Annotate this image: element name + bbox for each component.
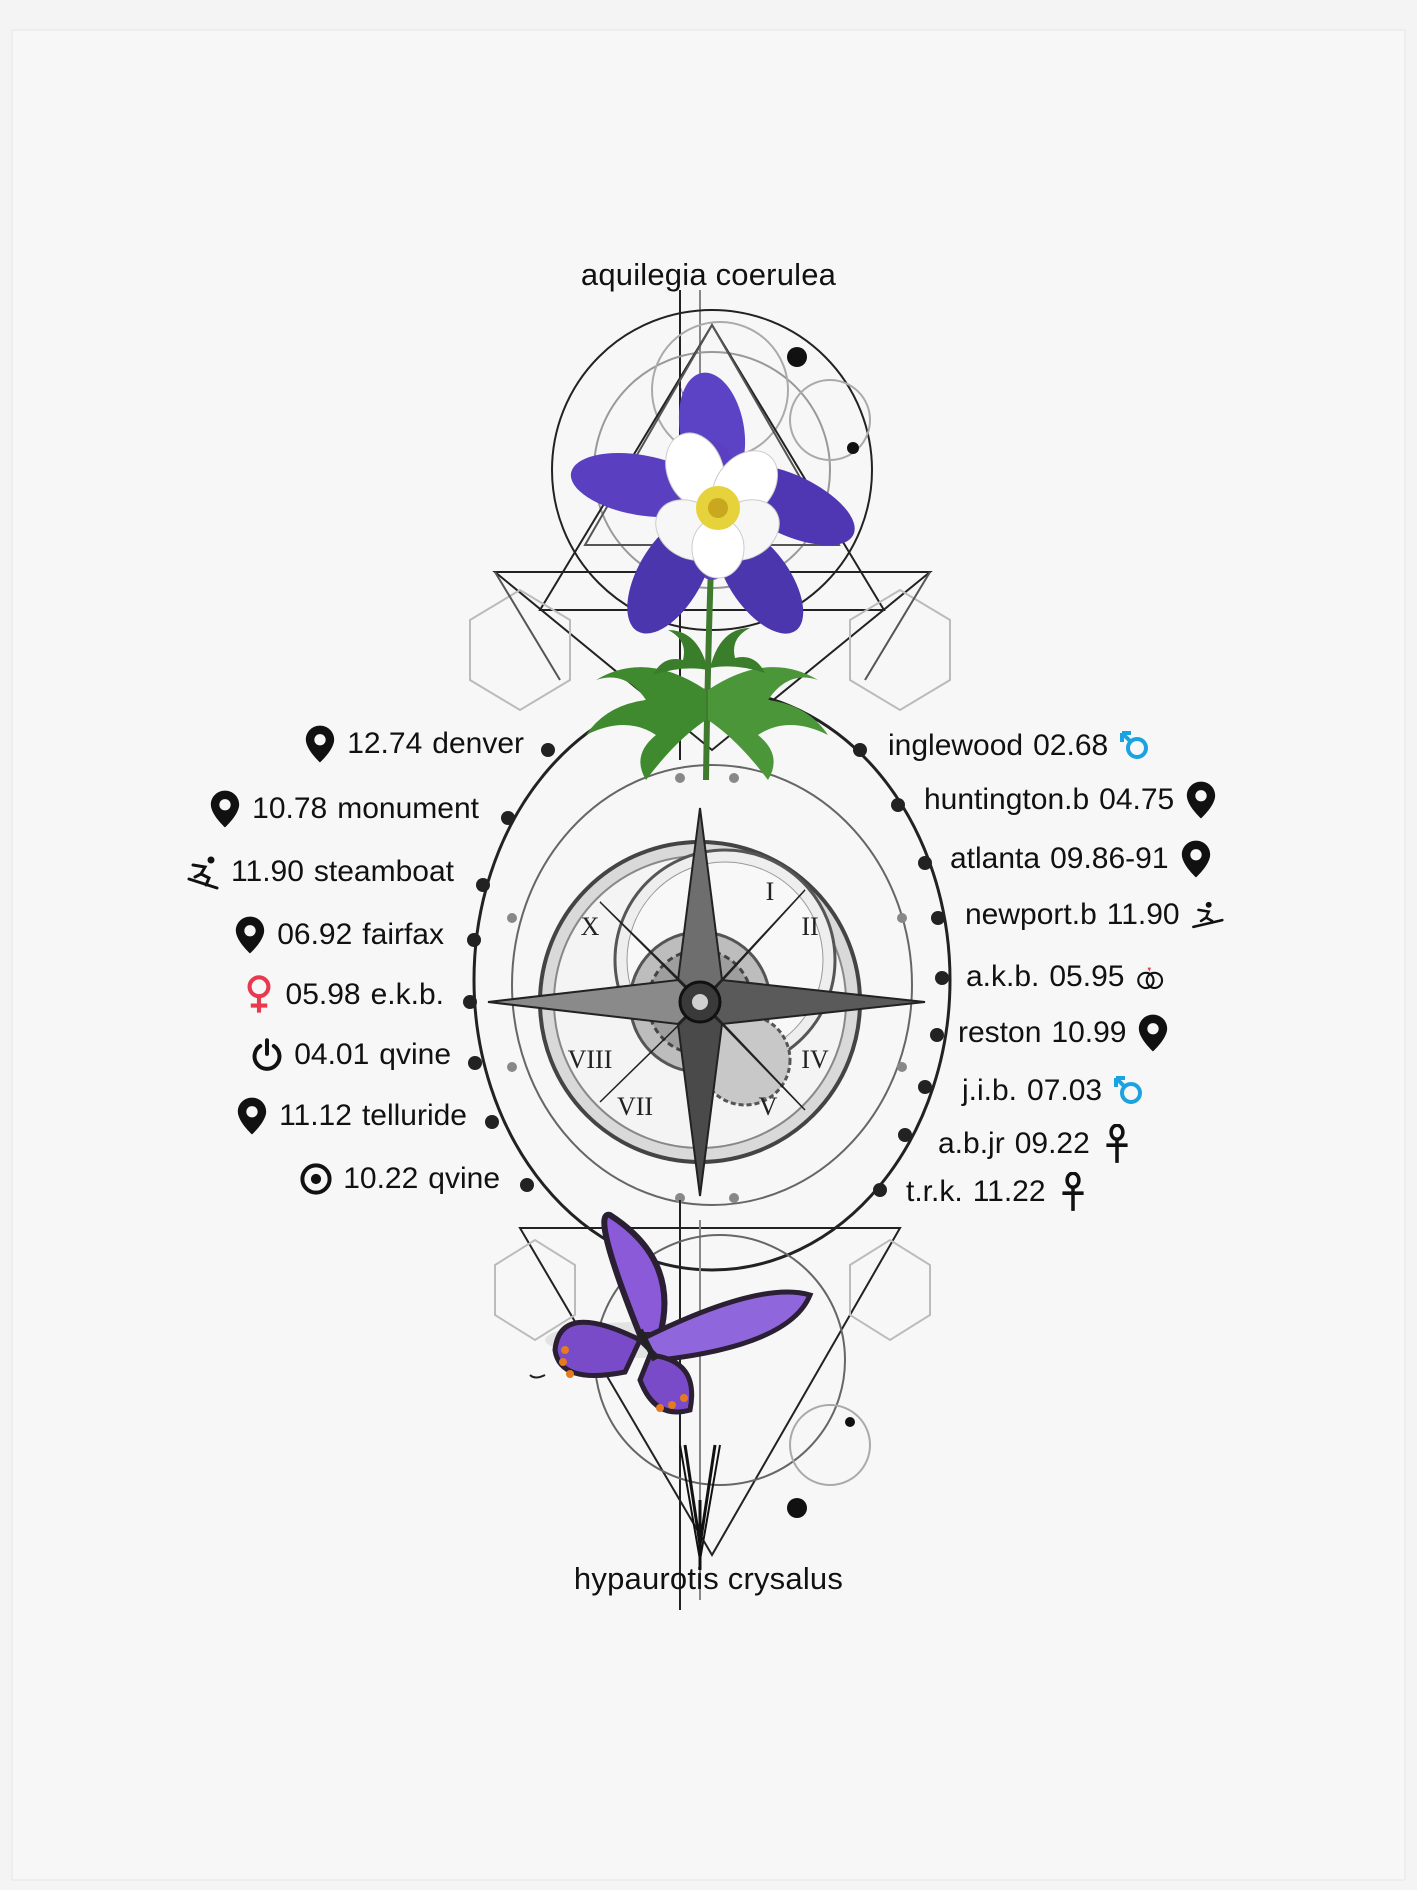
entry-date: 10.22 xyxy=(343,1162,419,1195)
location-pin-icon xyxy=(303,724,337,764)
svg-text:VII: VII xyxy=(617,1092,653,1121)
top-title: aquilegia coerulea xyxy=(580,257,837,292)
entry-place: telluride xyxy=(361,1099,467,1132)
bottom-title: hypaurotis crysalus xyxy=(573,1561,844,1596)
right-entry: a.b.jr 09.22 xyxy=(938,1122,1134,1166)
entry-date: 11.12 xyxy=(279,1099,352,1132)
male-symbol-icon xyxy=(1118,726,1152,766)
right-entry: newport.b 11.90 xyxy=(965,893,1224,937)
entry-date: 04.75 xyxy=(1099,783,1175,816)
entry-date: 11.90 xyxy=(231,855,304,888)
butterfly xyxy=(529,1211,814,1415)
skier-icon xyxy=(187,852,221,892)
right-entry: j.i.b. 07.03 xyxy=(962,1069,1146,1113)
female-symbol-icon xyxy=(242,975,276,1015)
left-entry: 11.12 telluride xyxy=(235,1094,467,1138)
bottom-geometry xyxy=(494,1200,931,1610)
entry-date: 09.22 xyxy=(1014,1127,1090,1160)
ankh-icon xyxy=(1100,1124,1134,1164)
entry-place: fairfax xyxy=(362,918,444,951)
right-entry: reston 10.99 xyxy=(958,1011,1170,1055)
right-entry: atlanta 09.86-91 xyxy=(950,837,1213,881)
location-pin-icon xyxy=(235,1096,269,1136)
power-icon xyxy=(250,1035,284,1075)
location-pin-icon xyxy=(1184,780,1218,820)
entry-place: t.r.k. xyxy=(906,1175,963,1208)
wedding-rings-icon xyxy=(1134,957,1168,997)
male-symbol-icon xyxy=(1112,1071,1146,1111)
entry-place: newport.b xyxy=(965,898,1097,931)
left-entry: 10.22 qvine xyxy=(299,1157,500,1201)
entry-place: a.b.jr xyxy=(938,1127,1005,1160)
entry-date: 12.74 xyxy=(347,727,423,760)
entry-place: monument xyxy=(337,792,479,825)
left-entry: 11.90 steamboat xyxy=(187,850,454,894)
entry-place: inglewood xyxy=(888,729,1024,762)
entry-place: e.k.b. xyxy=(370,978,444,1011)
entry-date: 09.86-91 xyxy=(1050,842,1169,875)
location-pin-icon xyxy=(1179,839,1213,879)
location-pin-icon xyxy=(208,789,242,829)
right-entry: huntington.b 04.75 xyxy=(924,778,1218,822)
entry-date: 05.98 xyxy=(285,978,361,1011)
surfer-icon xyxy=(1190,895,1224,935)
orbit-dot xyxy=(847,442,859,454)
record-button-icon xyxy=(299,1159,333,1199)
columbine-flower xyxy=(570,372,855,634)
entry-place: j.i.b. xyxy=(962,1074,1018,1107)
entry-place: qvine xyxy=(379,1038,451,1071)
svg-text:I: I xyxy=(766,877,775,906)
entry-place: steamboat xyxy=(313,855,454,888)
location-pin-icon xyxy=(233,915,267,955)
left-entry: 12.74 denver xyxy=(303,722,524,766)
left-entry: 05.98 e.k.b. xyxy=(242,973,444,1017)
svg-text:IV: IV xyxy=(801,1045,829,1074)
location-pin-icon xyxy=(1136,1013,1170,1053)
entry-date: 06.92 xyxy=(277,918,353,951)
orbit-dot xyxy=(787,1498,807,1518)
svg-text:II: II xyxy=(801,912,818,941)
entry-place: reston xyxy=(958,1016,1042,1049)
entry-date: 10.99 xyxy=(1051,1016,1127,1049)
right-entry: a.k.b. 05.95 xyxy=(966,955,1168,999)
entry-date: 07.03 xyxy=(1027,1074,1103,1107)
entry-place: denver xyxy=(432,727,524,760)
orbit-dot xyxy=(845,1417,855,1427)
left-entry: 06.92 fairfax xyxy=(233,913,444,957)
svg-text:X: X xyxy=(581,912,600,941)
right-entry: t.r.k. 11.22 xyxy=(906,1170,1090,1214)
entry-date: 04.01 xyxy=(294,1038,370,1071)
svg-text:V: V xyxy=(759,1092,778,1121)
compass-rose xyxy=(487,807,926,1197)
entry-date: 10.78 xyxy=(252,792,328,825)
entry-place: a.k.b. xyxy=(966,960,1040,993)
right-entry: inglewood 02.68 xyxy=(888,724,1152,768)
entry-date: 05.95 xyxy=(1049,960,1125,993)
entry-place: atlanta xyxy=(950,842,1041,875)
left-entry: 04.01 qvine xyxy=(250,1033,451,1077)
entry-date: 11.22 xyxy=(972,1175,1046,1208)
ankh-icon xyxy=(1056,1172,1090,1212)
entry-place: huntington.b xyxy=(924,783,1090,816)
svg-text:VIII: VIII xyxy=(568,1045,613,1074)
left-entry: 10.78 monument xyxy=(208,787,479,831)
orbit-dot xyxy=(787,347,807,367)
entry-date: 11.90 xyxy=(1106,898,1180,931)
entry-date: 02.68 xyxy=(1033,729,1109,762)
entry-place: qvine xyxy=(428,1162,500,1195)
